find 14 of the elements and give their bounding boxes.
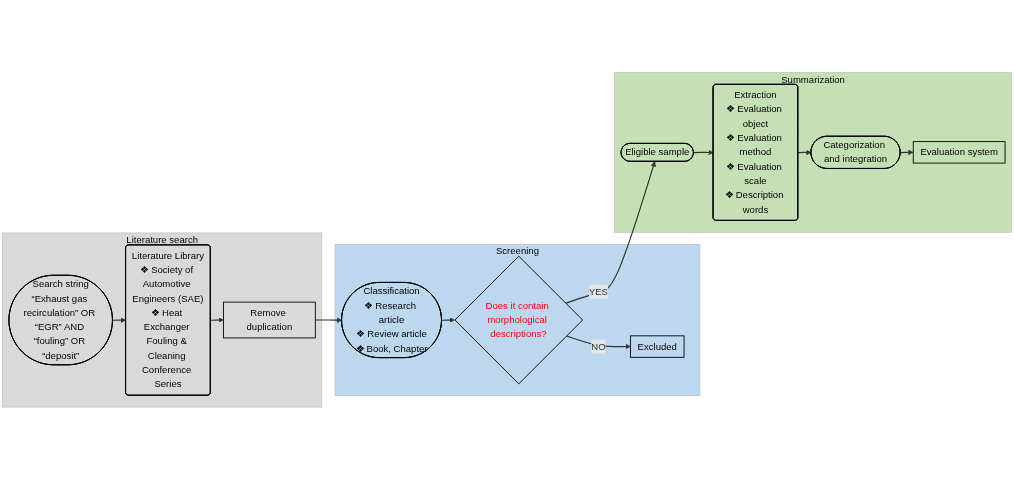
arrow	[565, 161, 656, 305]
arrow	[797, 150, 812, 156]
node-box: Evaluation system	[912, 141, 1006, 164]
edge-label: YES	[588, 286, 608, 297]
arrow	[441, 317, 455, 323]
node-diamond: Does it contain morphological descriptions?	[454, 255, 584, 385]
node-box: Remove duplication	[223, 301, 316, 339]
node-box: Excluded	[630, 335, 685, 358]
arrow	[210, 317, 224, 323]
arrow	[693, 150, 714, 156]
arrow	[112, 317, 127, 323]
arrow	[314, 317, 343, 323]
edge-label: NO	[591, 341, 606, 352]
arrow	[899, 149, 914, 156]
